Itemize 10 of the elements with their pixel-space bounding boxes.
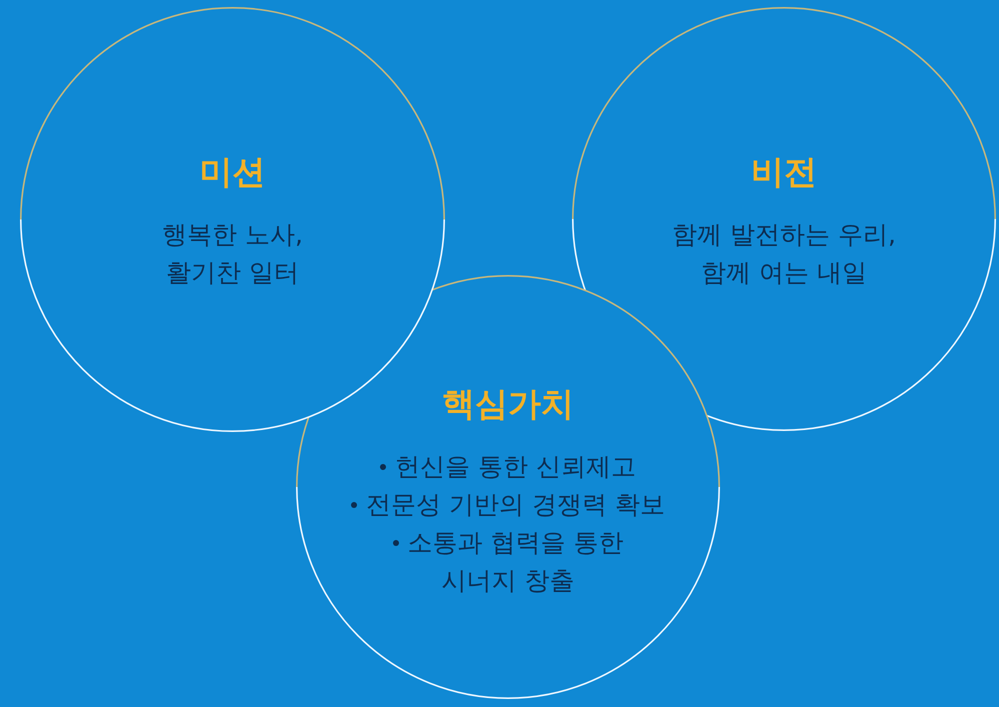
circle-title: 비전 xyxy=(751,152,817,192)
list-item-text: 전문성 기반의 경쟁력 확보 xyxy=(366,490,665,519)
circle xyxy=(572,7,996,431)
circle-title: 미션 xyxy=(200,152,266,192)
circle-text: 함께 발전하는 우리, 함께 여는 내일 xyxy=(672,220,896,287)
list-item-text: 헌신을 통한 신뢰제고 xyxy=(395,452,636,481)
circle xyxy=(20,7,445,432)
circle-title: 핵심가치 xyxy=(442,384,574,424)
circle-text: 행복한 노사, 활기찬 일터 xyxy=(162,220,303,287)
list-item-text: 소통과 협력을 통한 시너지 창출 xyxy=(408,528,624,595)
